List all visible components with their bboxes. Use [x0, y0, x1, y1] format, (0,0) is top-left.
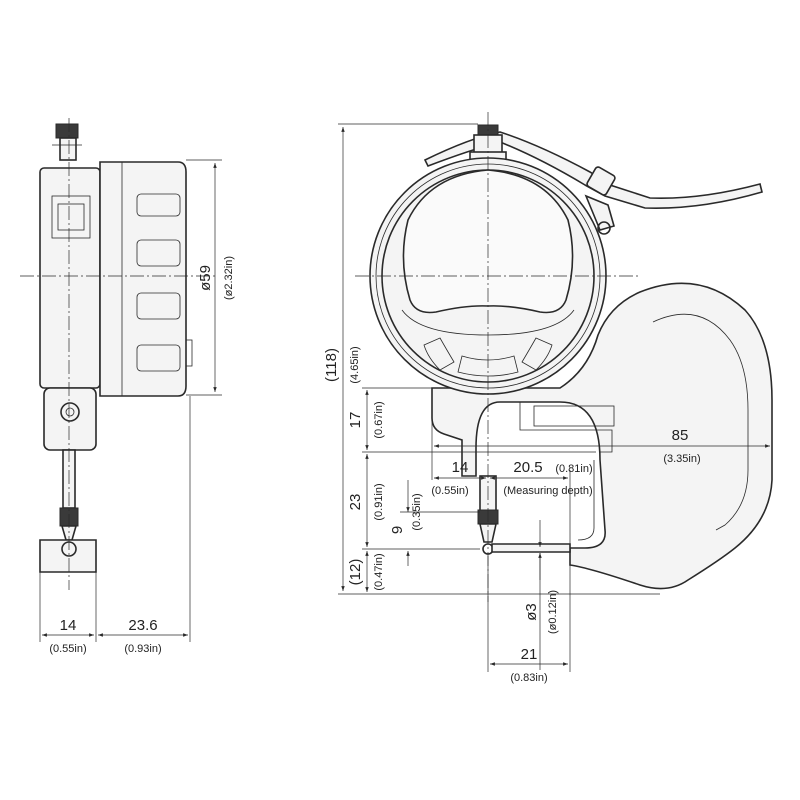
- dim-anvil-width-value: 21: [521, 646, 538, 663]
- dim-dial-diameter-value: ø59: [197, 265, 214, 291]
- front-view: [355, 112, 773, 602]
- side-stem: [59, 137, 77, 161]
- lcd-window: [402, 169, 574, 314]
- button-center[interactable]: [457, 355, 519, 377]
- side-top-knob: [55, 123, 79, 139]
- dim-stroke-value: 9: [389, 526, 406, 534]
- dim-frame-length-value: 85: [672, 427, 689, 444]
- dim-upper-frame-inch: (0.67in): [373, 401, 385, 438]
- dim-contact-point-inch: (ø0.12in): [547, 590, 559, 634]
- dim-anvil-height-value: (12): [347, 559, 364, 586]
- dim-overall-height-inch: (4.65in): [349, 346, 361, 383]
- dim-contact-point-value: ø3: [523, 603, 540, 621]
- front-dimensions: (118) (4.65in) 17 (0.67in) 23 (0.91in) (…: [323, 123, 773, 684]
- dim-upper-frame-value: 17: [347, 412, 364, 429]
- dim-side-width-inch: (0.55in): [49, 643, 86, 655]
- dim-anvil-height-inch: (0.47in): [373, 553, 385, 590]
- side-bezel: [99, 161, 187, 397]
- dim-side-width-value: 14: [60, 617, 77, 634]
- dim-measuring-depth-note: (Measuring depth): [503, 485, 592, 497]
- button-left[interactable]: [423, 337, 455, 371]
- dim-dial-diameter-inch: (ø2.32in): [223, 256, 235, 300]
- dim-throat-height-inch: (0.91in): [373, 483, 385, 520]
- dim-frame-length-inch: (3.35in): [663, 453, 700, 465]
- side-view: ø59 (ø2.32in) 14 (0.55in) 23.6 (0.93in): [20, 118, 235, 655]
- dim-measuring-depth-value: 20.5: [513, 459, 542, 476]
- dim-throat-height-value: 23: [347, 494, 364, 511]
- dim-measuring-depth-inch: (0.81in): [555, 463, 592, 475]
- dim-overall-height-value: (118): [323, 348, 340, 382]
- side-back-case: [39, 167, 101, 389]
- dim-spindle-offset-value: 14: [452, 459, 469, 476]
- side-lower-arm: [43, 387, 97, 451]
- anvil: [491, 543, 571, 553]
- dim-spindle-offset-inch: (0.55in): [431, 485, 468, 497]
- button-right[interactable]: [521, 337, 553, 371]
- dim-stroke-inch: (0.35in): [411, 493, 423, 530]
- c-frame: [431, 282, 773, 590]
- dim-anvil-width-inch: (0.83in): [510, 672, 547, 684]
- dim-side-depth-inch: (0.93in): [124, 643, 161, 655]
- dim-side-depth-value: 23.6: [128, 617, 157, 634]
